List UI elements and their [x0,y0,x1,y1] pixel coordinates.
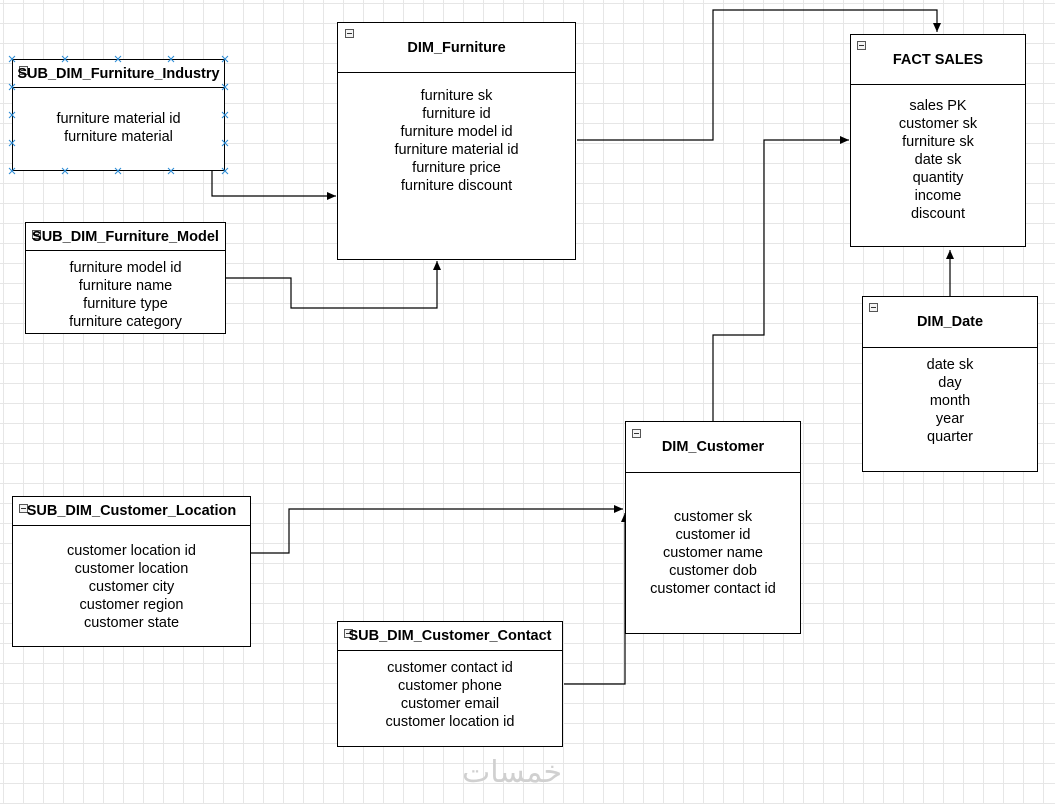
field: customer contact id [387,660,513,676]
field: customer id [675,527,751,543]
entity-title: FACT SALES [851,35,1025,85]
field: furniture sk [420,88,493,104]
field: date sk [914,152,962,168]
field: customer dob [669,563,757,579]
field: customer phone [398,678,502,694]
collapse-icon[interactable] [19,66,28,75]
entity-title: SUB_DIM_Furniture_Industry [13,60,224,88]
field: customer region [79,597,184,613]
entity-sub-dim-furniture-model[interactable]: SUB_DIM_Furniture_Model furniture model … [25,222,226,334]
connector-model-to-furniture [226,261,441,309]
field: furniture model id [69,260,182,276]
entity-dim-customer[interactable]: DIM_Customer customer sk customer id cus… [625,421,801,634]
field: year [935,411,965,427]
collapse-icon[interactable] [19,504,28,513]
field: customer location [74,561,189,577]
field: day [938,375,962,391]
entity-dim-furniture[interactable]: DIM_Furniture furniture sk furniture id … [337,22,576,260]
field: customer name [663,545,763,561]
field: customer state [83,615,180,631]
connector-industry-to-furniture [211,171,336,200]
field: furniture model id [400,124,513,140]
entity-sub-dim-customer-contact[interactable]: SUB_DIM_Customer_Contact customer contac… [337,621,563,747]
field: sales PK [909,98,967,114]
field: customer sk [898,116,978,132]
connector-location-to-customer [251,505,623,554]
collapse-icon[interactable] [632,429,641,438]
field: customer location id [67,543,196,559]
collapse-icon[interactable] [869,303,878,312]
field: customer contact id [650,581,776,597]
entity-title: SUB_DIM_Customer_Contact [338,622,562,651]
entity-title: DIM_Furniture [338,23,575,73]
entity-sub-dim-customer-location[interactable]: SUB_DIM_Customer_Location customer locat… [12,496,251,647]
field: furniture name [78,278,173,294]
field: furniture id [422,106,491,122]
watermark-logo: خمسات [462,755,563,790]
connector-furniture-to-fact [577,9,941,141]
field: furniture discount [400,178,513,194]
field: furniture category [69,314,182,330]
field: customer city [88,579,175,595]
entity-title: SUB_DIM_Furniture_Model [26,223,225,251]
field: month [929,393,971,409]
field: furniture type [83,296,168,312]
collapse-icon[interactable] [345,29,354,38]
field: furniture sk [902,134,974,150]
field: discount [910,206,965,222]
entity-fact-sales[interactable]: FACT SALES sales PK customer sk furnitur… [850,34,1026,247]
connector-customer-to-fact [712,136,849,421]
field: furniture material id [394,142,519,158]
field: furniture material id [56,111,181,127]
field: furniture material [64,129,173,145]
entity-title: SUB_DIM_Customer_Location [13,497,250,526]
field: income [914,188,962,204]
field: quantity [912,170,964,186]
entity-dim-date[interactable]: DIM_Date date sk day month year quarter [862,296,1038,472]
field: furniture price [412,160,501,176]
field: customer location id [385,714,515,730]
field: customer email [400,696,500,712]
field: date sk [926,357,974,373]
field: customer sk [673,509,753,525]
collapse-icon[interactable] [32,230,41,239]
collapse-icon[interactable] [857,41,866,50]
field: quarter [927,429,973,445]
entity-sub-dim-furniture-industry[interactable]: SUB_DIM_Furniture_Industry furniture mat… [12,59,225,171]
entity-title: DIM_Customer [626,422,800,473]
collapse-icon[interactable] [344,629,353,638]
entity-title: DIM_Date [863,297,1037,348]
